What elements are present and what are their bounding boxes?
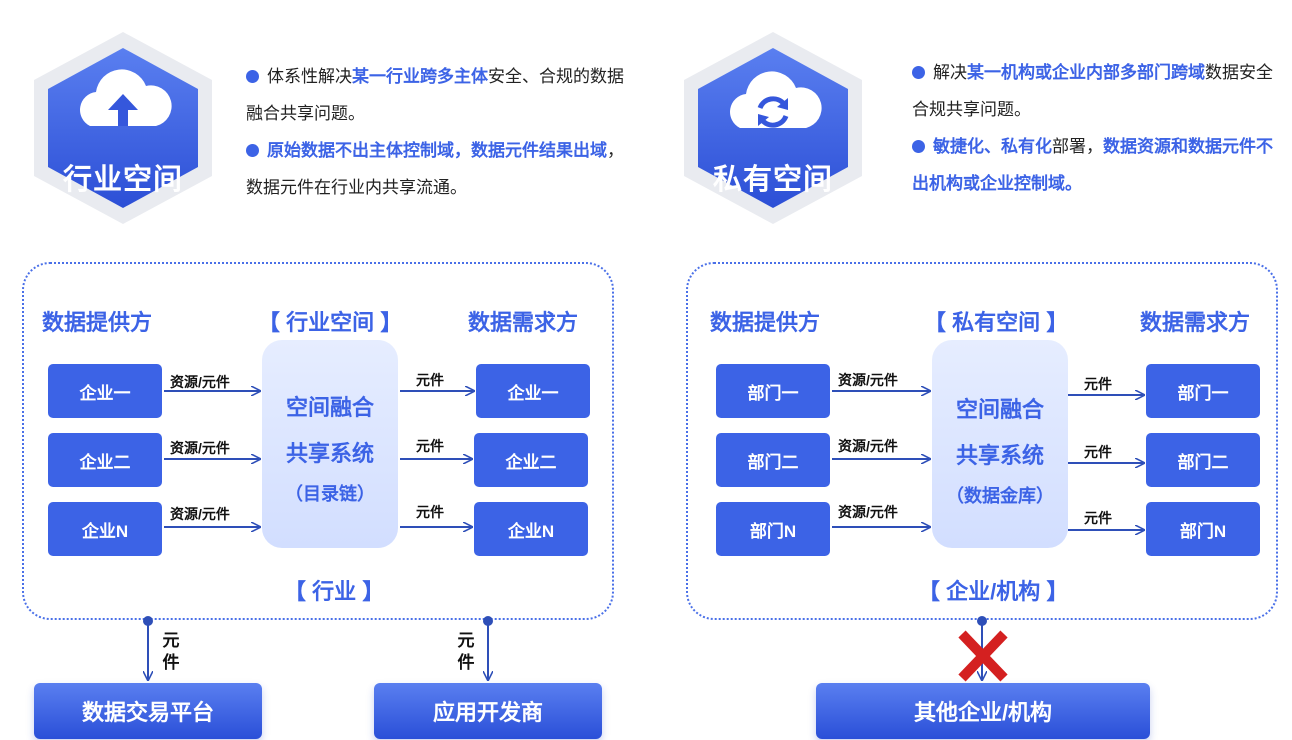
core-line-3: （目录链）	[285, 484, 375, 504]
left-down-label-2: 元件	[457, 631, 475, 672]
left-in-label-3: 资源/元件	[170, 506, 230, 522]
left-core-system: 空间融合 共享系统 （目录链）	[262, 340, 398, 548]
left-in-label-1: 资源/元件	[170, 374, 230, 390]
right-in-label-1: 资源/元件	[838, 372, 898, 388]
right-demand-header: 数据需求方	[1140, 310, 1251, 335]
app-developer: 应用开发商	[374, 683, 602, 739]
left-demand-header: 数据需求方	[468, 310, 579, 335]
right-provider-3: 部门N	[716, 502, 830, 556]
left-center-header: 【 行业空间 】	[258, 310, 403, 335]
right-desc-point-1: 解决某一机构或企业内部多部门跨域数据安全合规共享问题。	[912, 63, 1273, 119]
right-demander-3: 部门N	[1146, 502, 1260, 556]
core-line-1: 空间融合	[285, 395, 374, 420]
left-hex-title: 行业空间	[62, 164, 183, 196]
bullet-dot-icon	[912, 66, 925, 79]
right-in-label-3: 资源/元件	[838, 504, 898, 520]
right-out-label-3: 元件	[1084, 510, 1112, 526]
right-in-label-2: 资源/元件	[838, 438, 898, 454]
right-provider-header: 数据提供方	[710, 310, 821, 335]
bullet-dot-icon	[912, 140, 925, 153]
left-desc-point-1: 体系性解决某一行业跨多主体安全、合规的数据融合共享问题。	[246, 67, 624, 123]
left-provider-3: 企业N	[48, 502, 162, 556]
right-out-label-2: 元件	[1084, 444, 1112, 460]
left-hex-badge: 行业空间	[28, 28, 218, 228]
left-out-label-2: 元件	[416, 438, 444, 454]
right-desc-point-2: 敏捷化、私有化部署，数据资源和数据元件不出机构或企业控制域。	[912, 137, 1273, 193]
right-demander-1: 部门一	[1146, 364, 1260, 418]
left-out-label-1: 元件	[416, 372, 444, 388]
cloud-sync-icon	[730, 71, 822, 128]
bullet-dot-icon	[246, 70, 259, 83]
right-hex-title: 私有空间	[712, 164, 833, 196]
bullet-dot-icon	[246, 144, 259, 157]
right-description: 解决某一机构或企业内部多部门跨域数据安全合规共享问题。 敏捷化、私有化部署，数据…	[912, 54, 1282, 202]
cloud-upload-icon	[80, 69, 172, 126]
left-down-label-1: 元件	[162, 631, 180, 672]
left-description: 体系性解决某一行业跨多主体安全、合规的数据融合共享问题。 原始数据不出主体控制域…	[246, 58, 626, 206]
core-line-2: 共享系统	[955, 443, 1044, 468]
cross-mark-icon	[958, 630, 1008, 682]
left-desc-point-2: 原始数据不出主体控制域，数据元件结果出域，数据元件在行业内共享流通。	[246, 141, 624, 197]
right-hex-badge: 私有空间	[678, 28, 868, 228]
right-out-label-1: 元件	[1084, 376, 1112, 392]
right-provider-2: 部门二	[716, 433, 830, 487]
left-demander-2: 企业二	[474, 433, 588, 487]
left-provider-1: 企业一	[48, 364, 162, 418]
other-enterprises: 其他企业/机构	[816, 683, 1150, 739]
left-out-label-3: 元件	[416, 504, 444, 520]
right-core-system: 空间融合 共享系统 （数据金库）	[932, 340, 1068, 548]
right-center-header: 【 私有空间 】	[924, 310, 1069, 335]
core-line-3: （数据金库）	[946, 486, 1054, 506]
left-provider-2: 企业二	[48, 433, 162, 487]
right-provider-1: 部门一	[716, 364, 830, 418]
left-industry-panel	[22, 262, 614, 620]
right-demander-2: 部门二	[1146, 433, 1260, 487]
data-trading-platform: 数据交易平台	[34, 683, 262, 739]
left-footer: 【 行业 】	[284, 579, 385, 604]
left-in-label-2: 资源/元件	[170, 440, 230, 456]
left-provider-header: 数据提供方	[42, 310, 153, 335]
left-demander-1: 企业一	[476, 364, 590, 418]
left-demander-3: 企业N	[474, 502, 588, 556]
core-line-2: 共享系统	[285, 441, 374, 466]
core-line-1: 空间融合	[955, 397, 1044, 422]
right-footer: 【 企业/机构 】	[918, 579, 1069, 604]
